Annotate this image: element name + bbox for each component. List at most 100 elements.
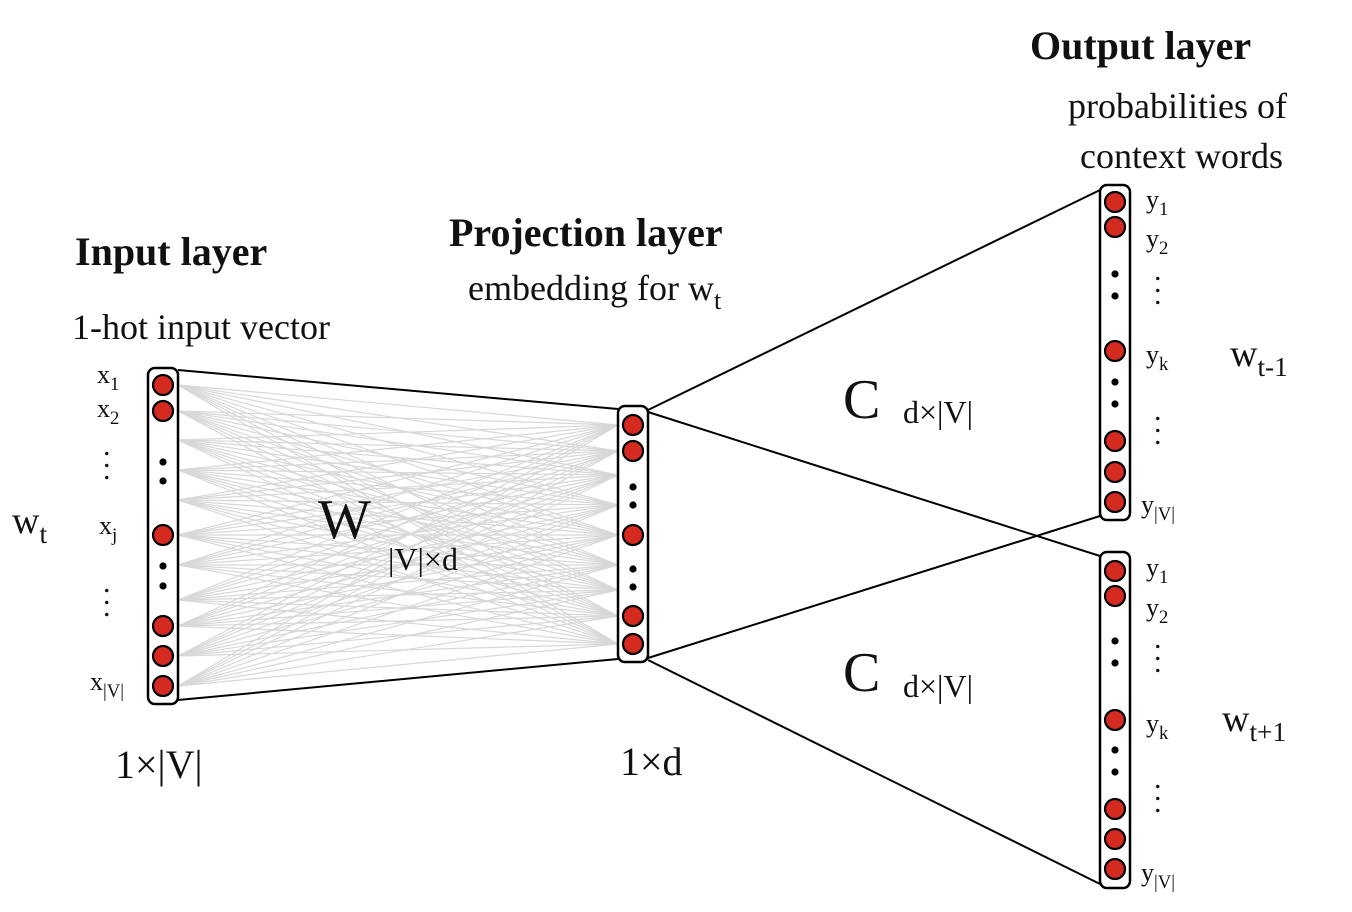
faint-connection [177,450,619,687]
input-label-ellipsis-1: ... [103,429,111,486]
faint-connection [177,564,619,687]
input-ellipsis-dot [159,562,167,570]
faint-connection [177,589,619,687]
outBot-node [1103,797,1127,821]
input-label-ellipsis-2: ... [103,566,111,623]
faint-connection [177,450,619,566]
proj-node [621,604,645,628]
input-proj-top-line [177,369,619,410]
faint-connection [177,474,619,627]
faint-connection [177,599,619,645]
outBot-node [1103,857,1127,881]
proj-node [621,439,645,463]
faint-connection [177,589,619,657]
faint-connection [177,564,619,645]
top-output-label-ellipsis-1: ... [1154,254,1162,311]
faint-connection [177,564,619,617]
outTop-ellipsis-dot [1111,378,1119,386]
x1-label: x1 [97,360,120,395]
faint-connection [177,474,619,657]
outBot-ellipsis-dot [1111,746,1119,754]
proj-outbot-bottom-line [647,659,1101,885]
input-node [151,644,175,668]
faint-connection [177,469,619,591]
c-matrix-bottom-dimension: d×|V| [903,668,973,704]
proj-outtop-bottom-line [647,515,1101,659]
input-proj-bottom-line [177,658,619,701]
faint-connection [177,424,619,687]
top-y1-label: y1 [1146,185,1169,220]
faint-connection [177,439,619,645]
input-node [151,373,175,397]
faint-connection [177,499,619,536]
faint-connection [177,474,619,501]
proj-ellipsis-dot [629,583,637,591]
input-node [151,614,175,638]
outTop-node [1103,460,1127,484]
layer-boundary-lines [177,189,1101,885]
proj-ellipsis-dot [629,565,637,573]
faint-connection [177,499,619,506]
faint-connection [177,615,619,657]
bottom-y2-label: y2 [1146,593,1169,628]
proj-node [621,632,645,656]
faint-connection [177,564,619,591]
faint-connection [177,589,619,627]
outBot-node [1103,559,1127,583]
ellipsis-dots [159,270,1119,776]
input-node [151,399,175,423]
input-layer-title: Input layer [75,229,268,274]
input-word-label: wt [12,500,48,549]
faint-connection [177,424,619,601]
faint-connection [177,625,619,645]
proj-outtop-top-line [647,189,1101,411]
proj-outbot-top-line [647,411,1101,557]
faint-connection [177,450,619,536]
proj-node [621,523,645,547]
neuron-nodes [151,190,1127,881]
outTop-ellipsis-dot [1111,400,1119,408]
faint-connection [177,564,619,601]
faint-connection [177,534,619,687]
faint-connection [177,499,619,645]
w-matrix-dimension: |V|×d [388,541,458,577]
faint-connection [177,439,619,617]
faint-connection [177,384,619,426]
faint-connection [177,534,619,645]
input-dimension-label: 1×|V| [115,742,203,787]
faint-connection [177,469,619,645]
c-matrix-bottom-label: C [843,642,881,704]
faint-connection [177,424,619,471]
faint-connection [177,410,619,426]
faint-connection [177,534,619,591]
faint-connection [177,469,619,476]
faint-connection [177,643,619,657]
bottom-y1-label: y1 [1146,553,1169,588]
outBot-ellipsis-dot [1111,768,1119,776]
faint-connection [177,474,619,601]
outTop-ellipsis-dot [1111,292,1119,300]
input-node [151,674,175,698]
faint-connection [177,410,619,452]
outBot-node [1103,827,1127,851]
output-layer-subtitle-line1: probabilities of [1068,86,1287,126]
w-matrix-label: W [318,489,371,551]
top-output-label-ellipsis-2: ... [1154,394,1162,451]
faint-connection [177,424,619,501]
x2-label: x2 [97,394,120,429]
projection-layer-title: Projection layer [449,210,723,255]
faint-connection [177,643,619,687]
faint-connection [177,615,619,627]
faint-connection [177,615,619,687]
output-layer-title: Output layer [1030,23,1252,68]
outBot-node [1103,584,1127,608]
bottom-yV-label: y|V| [1141,858,1175,893]
faint-connection [177,499,619,566]
faint-connection [177,504,619,687]
bottom-output-label-ellipsis-2: ... [1154,762,1162,819]
top-yk-label: yk [1146,340,1169,375]
outTop-node [1103,190,1127,214]
faint-connection [177,424,619,536]
input-projection-connections [177,384,619,687]
